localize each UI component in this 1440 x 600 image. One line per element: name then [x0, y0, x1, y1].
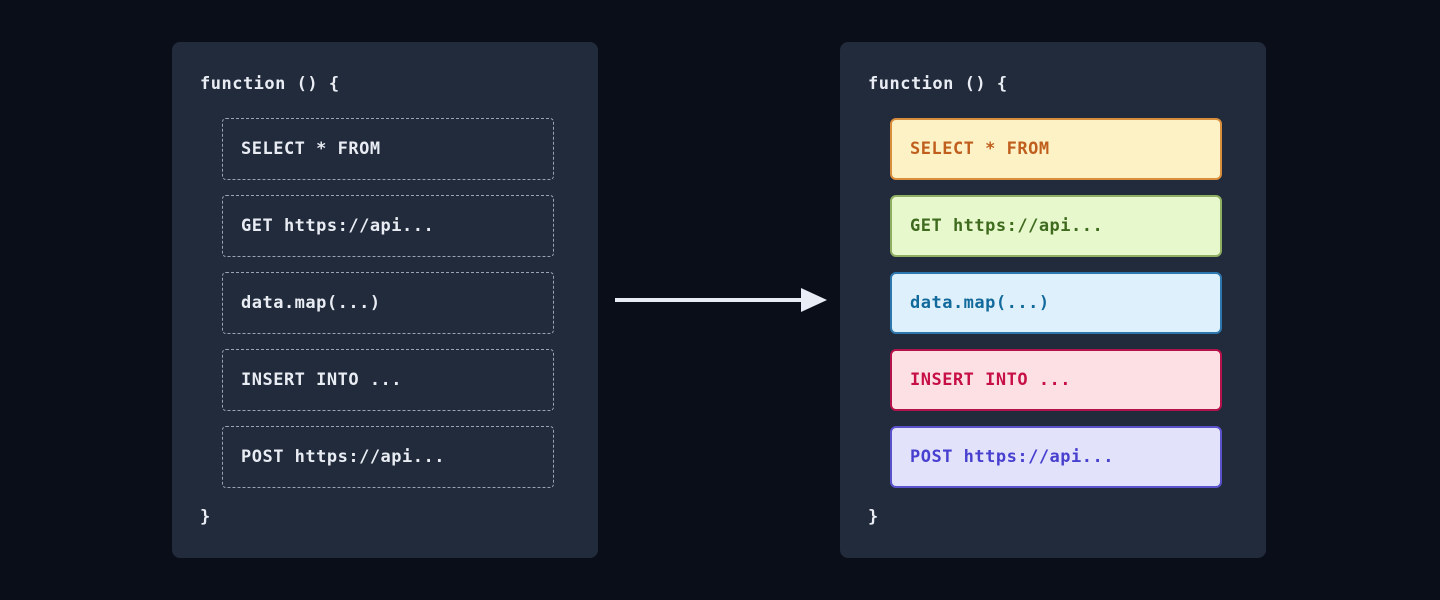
code-block-map-highlighted: data.map(...) [890, 272, 1222, 334]
code-block-insert: INSERT INTO ... [222, 349, 554, 411]
right-arrow-icon [615, 288, 827, 312]
function-close-line: } [200, 507, 211, 527]
source-code-panel: function () { SELECT * FROM GET https://… [172, 42, 598, 558]
function-open-line: function () { [200, 74, 340, 94]
code-block-post: POST https://api... [222, 426, 554, 488]
source-block-list: SELECT * FROM GET https://api... data.ma… [222, 118, 554, 488]
code-block-get: GET https://api... [222, 195, 554, 257]
transform-arrow-icon [615, 286, 828, 314]
classified-code-panel: function () { SELECT * FROM GET https://… [840, 42, 1266, 558]
code-block-select-highlighted: SELECT * FROM [890, 118, 1222, 180]
classified-block-list: SELECT * FROM GET https://api... data.ma… [890, 118, 1222, 488]
code-block-post-highlighted: POST https://api... [890, 426, 1222, 488]
code-block-insert-highlighted: INSERT INTO ... [890, 349, 1222, 411]
code-block-map: data.map(...) [222, 272, 554, 334]
code-block-get-highlighted: GET https://api... [890, 195, 1222, 257]
function-close-line: } [868, 507, 879, 527]
function-open-line: function () { [868, 74, 1008, 94]
code-block-select: SELECT * FROM [222, 118, 554, 180]
